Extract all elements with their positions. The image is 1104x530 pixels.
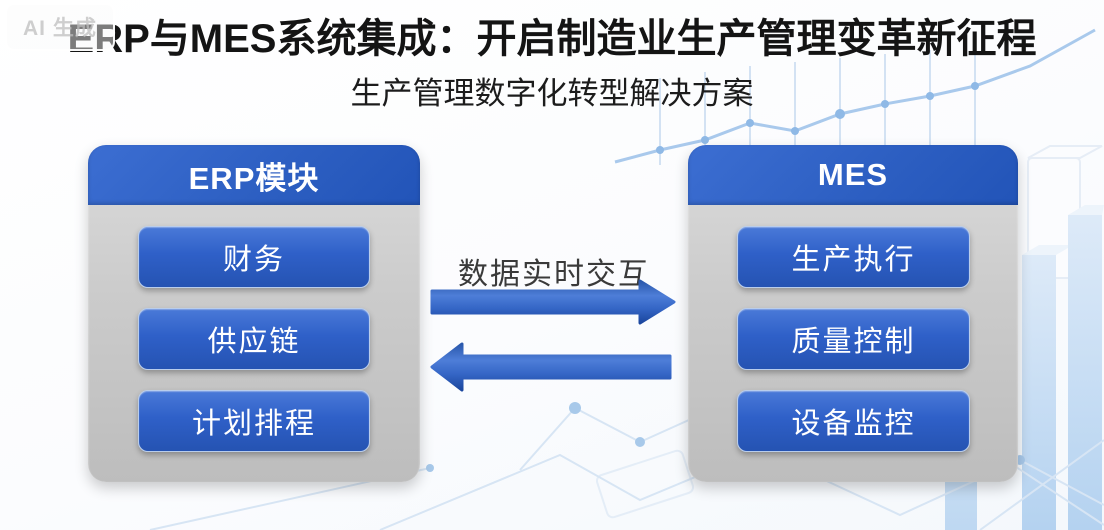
mes-panel-header: MES (688, 145, 1018, 205)
data-exchange-label: 数据实时交互 (458, 258, 650, 291)
mes-module-equipment-monitoring: 设备监控 (737, 390, 970, 452)
mes-module-quality-control: 质量控制 (737, 308, 970, 370)
line-chart-decoration-icon (614, 28, 1096, 165)
erp-panel: ERP模块 财务 供应链 计划排程 (88, 145, 420, 482)
watermark-label: AI 生成 (23, 17, 97, 40)
mes-panel-title: MES (817, 157, 889, 192)
data-exchange-arrows (430, 279, 676, 392)
erp-module-supply-chain: 供应链 (138, 308, 370, 370)
ai-generated-watermark: AI 生成 (5, 3, 115, 51)
erp-module-finance-label: 财务 (222, 244, 285, 276)
erp-panel-header: ERP模块 (88, 145, 420, 205)
erp-module-plan-scheduling-label: 计划排程 (191, 408, 316, 440)
page-title: ERP与MES系统集成：开启制造业生产管理变革新征程 (67, 17, 1037, 61)
mes-module-quality-control-label: 质量控制 (791, 326, 916, 358)
arrow-left-icon (430, 342, 672, 392)
mes-module-equipment-monitoring-label: 设备监控 (791, 408, 916, 440)
page-subtitle: 生产管理数字化转型解决方案 (350, 76, 754, 111)
erp-module-plan-scheduling: 计划排程 (138, 390, 370, 452)
erp-panel-title: ERP模块 (188, 160, 320, 196)
mes-module-production-execution-label: 生产执行 (791, 244, 916, 276)
arrow-right-icon (430, 279, 676, 325)
erp-module-finance: 财务 (138, 226, 370, 288)
mes-panel: MES 生产执行 质量控制 设备监控 (688, 145, 1018, 482)
erp-module-supply-chain-label: 供应链 (207, 326, 301, 358)
mes-module-production-execution: 生产执行 (737, 226, 970, 288)
